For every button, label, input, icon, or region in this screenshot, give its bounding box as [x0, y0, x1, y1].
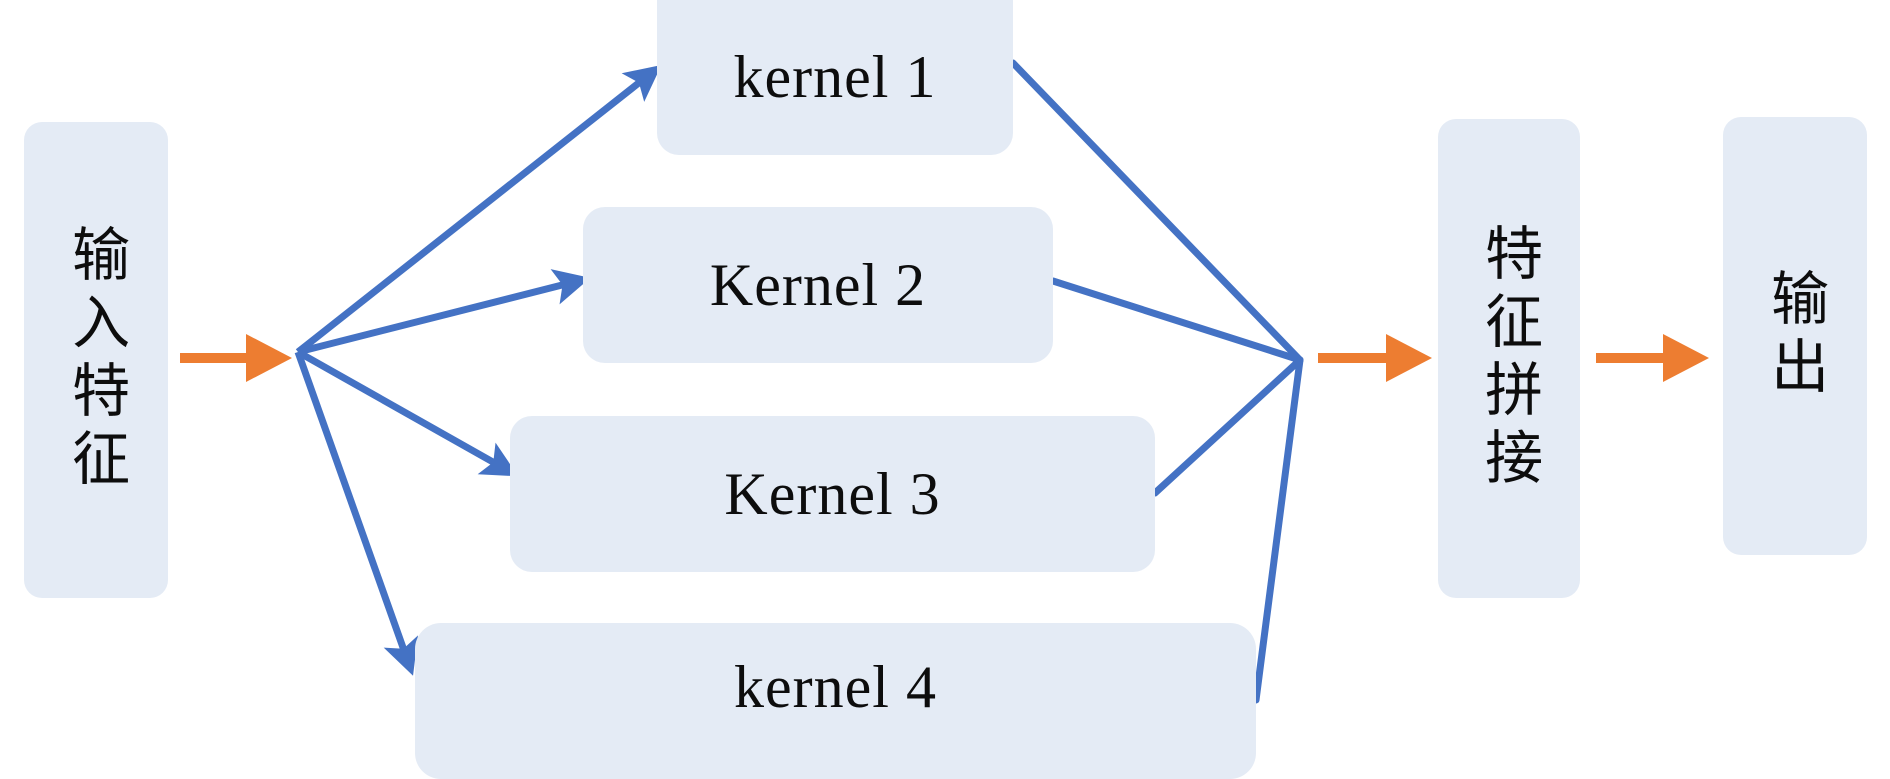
node-kernel-4-label: kernel 4 [734, 653, 937, 720]
edge-split-to-kernel3 [296, 348, 519, 477]
node-kernel-2[interactable]: Kernel 2 [583, 207, 1053, 363]
edge-split-to-kernel2 [297, 269, 591, 356]
edge-kernel3-to-merge [1151, 356, 1304, 497]
node-feature-concat[interactable]: 特征拼接 [1438, 119, 1580, 598]
node-kernel-3-label: Kernel 3 [724, 460, 941, 527]
node-kernel-2-label: Kernel 2 [709, 251, 927, 318]
node-kernel-1[interactable]: kernel 1 [657, 0, 1013, 155]
node-kernel-4[interactable]: kernel 4 [415, 623, 1256, 779]
node-kernel-3[interactable]: Kernel 3 [510, 416, 1155, 572]
node-input-feature-label: 输入特征 [62, 224, 131, 496]
node-output-label: 输出 [1761, 268, 1830, 404]
edge-split-to-kernel4 [294, 350, 418, 676]
node-input-feature[interactable]: 输入特征 [24, 122, 168, 598]
node-feature-concat-label: 特征拼接 [1475, 222, 1544, 495]
edge-kernel4-to-merge [1252, 356, 1304, 704]
edge-kernel1-to-merge [1009, 59, 1304, 364]
node-kernel-1-label: kernel 1 [733, 44, 937, 110]
edge-kernel2-to-merge [1049, 277, 1304, 364]
branch-edges-fanin [1009, 59, 1304, 704]
node-output[interactable]: 输出 [1723, 117, 1867, 555]
